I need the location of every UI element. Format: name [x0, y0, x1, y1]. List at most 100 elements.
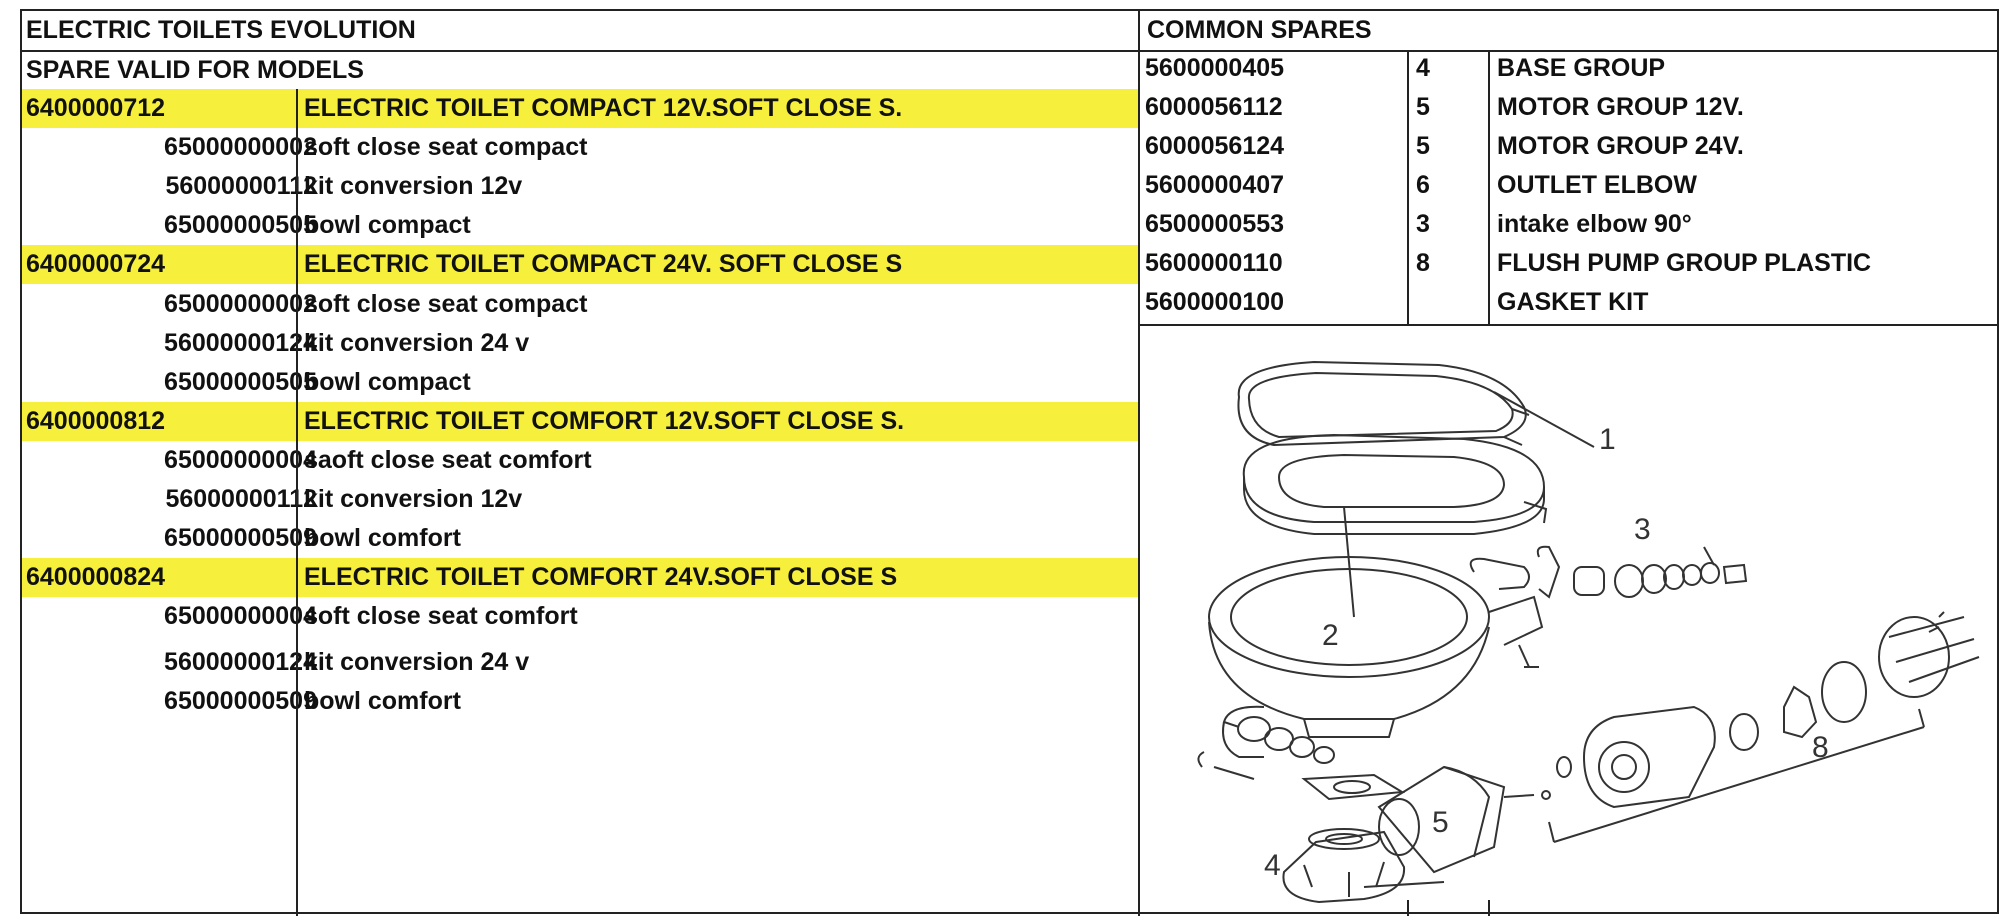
spare-item-code: 56000000124: [164, 648, 317, 677]
spare-item-code: 65000000509: [164, 524, 317, 553]
common-spare-desc: FLUSH PUMP GROUP PLASTIC: [1497, 249, 1872, 277]
spare-item-desc: bowl comfort: [304, 687, 461, 716]
spare-item-desc: kit conversion 12v: [304, 485, 523, 513]
spare-item-code: 56000000112: [165, 172, 317, 201]
common-spare-row: 6000056112 5 MOTOR GROUP 12V.: [1140, 88, 1999, 127]
model-code: 6400000812: [26, 406, 166, 435]
callout-1: 1: [1599, 423, 1616, 456]
common-spare-code: 6000056112: [1145, 93, 1283, 121]
divider: [1488, 900, 1490, 916]
model-name: ELECTRIC TOILET COMPACT 24V. SOFT CLOSE …: [304, 250, 903, 279]
common-spare-ref: 5: [1416, 93, 1430, 121]
common-spare-desc: MOTOR GROUP 12V.: [1497, 93, 1744, 121]
spare-item-code: 65000000002: [164, 133, 317, 162]
outlet-elbow-part: [1197, 705, 1335, 780]
common-spare-desc: intake elbow 90°: [1497, 210, 1692, 238]
spare-item-desc: saoft close seat comfort: [304, 445, 592, 474]
spare-item-desc: bowl comfort: [304, 524, 461, 553]
divider: [1407, 900, 1409, 916]
common-spare-row: 5600000100 GASKET KIT: [1140, 283, 1999, 322]
spare-item-code: 65000000002: [164, 289, 317, 318]
motor-part: [1377, 765, 1551, 874]
common-spare-desc: BASE GROUP: [1497, 54, 1666, 82]
left-title: ELECTRIC TOILETS EVOLUTION: [26, 16, 416, 44]
callout-labels: 1 2 3 4 5 8: [1264, 423, 1829, 882]
bowl-part: [1208, 506, 1544, 738]
base-part: [1282, 773, 1406, 904]
spare-item-desc: soft close seat compact: [304, 133, 588, 162]
divider: [296, 89, 298, 916]
common-spare-code: 5600000110: [1145, 249, 1283, 277]
spare-item-code: 65000000505: [164, 367, 317, 396]
divider: [1140, 324, 1999, 326]
model-name: ELECTRIC TOILET COMFORT 24V.SOFT CLOSE S: [304, 563, 898, 592]
model-row: 6400000812 ELECTRIC TOILET COMFORT 12V.SO…: [22, 401, 1138, 441]
divider: [22, 50, 1140, 52]
spare-item-desc: soft close seat comfort: [304, 602, 578, 631]
callout-2: 2: [1322, 619, 1339, 652]
common-spare-code: 5600000100: [1145, 288, 1285, 316]
spare-item-desc: kit conversion 24 v: [304, 648, 530, 677]
spare-item-code: 56000000124: [164, 328, 317, 357]
spare-item-desc: kit conversion 24 v: [304, 328, 530, 357]
spares-sheet: ELECTRIC TOILETS EVOLUTION SPARE VALID F…: [20, 9, 1999, 916]
model-row: 6400000712 ELECTRIC TOILET COMPACT 12V.SO…: [22, 89, 1138, 128]
common-spare-desc: OUTLET ELBOW: [1497, 171, 1697, 199]
callout-3: 3: [1634, 513, 1651, 546]
common-spare-row: 5600000405 4 BASE GROUP: [1140, 49, 1999, 88]
intake-elbow-part: [1469, 545, 1748, 599]
model-name: ELECTRIC TOILET COMFORT 12V.SOFT CLOSE S…: [304, 406, 905, 435]
callout-4: 4: [1264, 849, 1281, 882]
common-spare-desc: MOTOR GROUP 24V.: [1497, 132, 1744, 160]
seat-part: [1242, 433, 1548, 535]
common-spare-ref: 8: [1416, 249, 1430, 277]
spare-item-code: 65000000004: [164, 602, 317, 631]
spare-item-code: 65000000505: [164, 211, 317, 240]
spare-item-desc: bowl compact: [304, 211, 471, 240]
spare-item-desc: kit conversion 12v: [304, 172, 523, 201]
common-spare-row: 6000056124 5 MOTOR GROUP 24V.: [1140, 127, 1999, 166]
spare-item-desc: soft close seat compact: [304, 289, 588, 318]
spare-item-desc: bowl compact: [304, 367, 471, 396]
callout-8: 8: [1812, 731, 1829, 764]
common-spare-desc: GASKET KIT: [1497, 288, 1649, 316]
common-spare-row: 5600000110 8 FLUSH PUMP GROUP PLASTIC: [1140, 244, 1999, 283]
divider: [1488, 50, 1490, 324]
common-spare-code: 6000056124: [1145, 132, 1285, 160]
flush-pump-part: [1548, 611, 1980, 843]
model-code: 6400000712: [26, 94, 166, 122]
common-spare-ref: 3: [1416, 210, 1430, 238]
common-spare-ref: 6: [1416, 171, 1430, 199]
divider: [1140, 50, 1999, 52]
lid-part: [1237, 360, 1595, 448]
exploded-diagram: 1 2 3 4 5 8: [1197, 360, 1980, 904]
spare-item-code: 65000000509: [164, 687, 317, 716]
model-name: ELECTRIC TOILET COMPACT 12V.SOFT CLOSE S…: [304, 94, 903, 122]
common-spare-ref: 5: [1416, 132, 1430, 160]
common-spare-code: 5600000405: [1145, 54, 1285, 82]
common-spare-ref: 4: [1416, 54, 1430, 82]
spare-item-code: 56000000112: [165, 485, 317, 513]
divider: [1407, 50, 1409, 324]
model-code: 6400000724: [26, 250, 166, 279]
common-spares-title: COMMON SPARES: [1147, 16, 1372, 44]
spare-item-code: 65000000004: [164, 445, 317, 474]
model-code: 6400000824: [26, 563, 166, 592]
left-subtitle: SPARE VALID FOR MODELS: [26, 56, 364, 84]
model-row: 6400000824 ELECTRIC TOILET COMFORT 24V.SO…: [22, 558, 1138, 598]
divider: [1138, 11, 1140, 916]
common-spare-code: 6500000553: [1145, 210, 1285, 238]
